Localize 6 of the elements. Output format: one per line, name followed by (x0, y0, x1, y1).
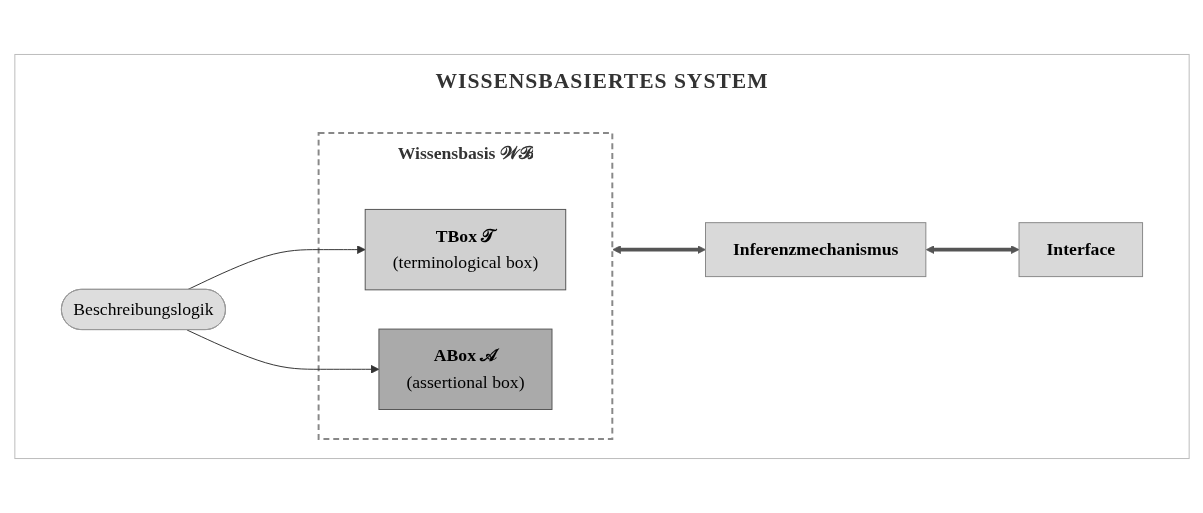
node-box: TBox 𝒯 (terminological box) (364, 208, 566, 291)
arrow (925, 245, 1019, 254)
node-box: Inferenzmechanismus (704, 222, 926, 278)
node-box: ABox 𝒜 (assertional box) (377, 328, 552, 410)
node-box: Interface (1018, 222, 1143, 278)
arrow (611, 245, 706, 254)
